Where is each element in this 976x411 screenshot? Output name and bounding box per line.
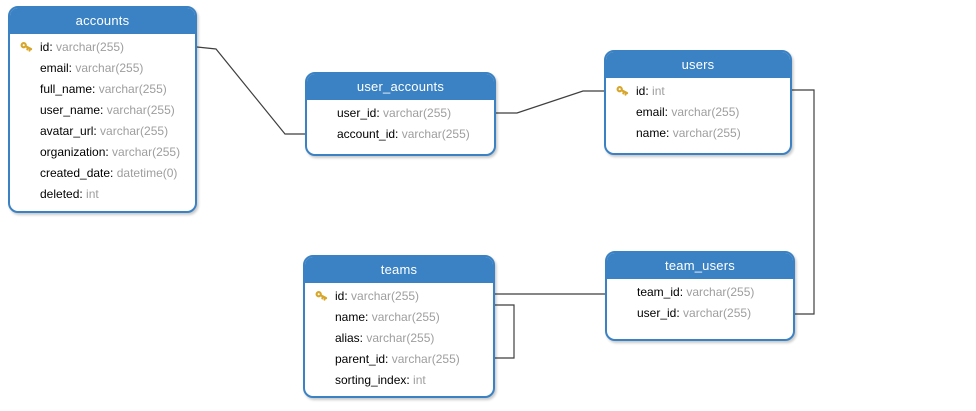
field-row-accounts-email[interactable]: email: varchar(255) [10,58,195,79]
table-header[interactable]: user_accounts [307,74,494,100]
field-row-users-id[interactable]: id: int [606,81,790,102]
field-row-accounts-organization[interactable]: organization: varchar(255) [10,142,195,163]
field-name: team_id: [637,285,684,299]
table-body: id: varchar(255) email: varchar(255) ful… [10,34,195,205]
field-type: varchar(255) [363,331,435,345]
field-type: varchar(255) [347,289,420,303]
table-users[interactable]: users id: int email: varchar(255) [604,50,792,155]
field-row-accounts-id[interactable]: id: varchar(255) [10,37,195,58]
connector-teams-id-to-teams-parent_id-self[interactable] [495,304,515,359]
field-row-teams-id[interactable]: id: varchar(255) [305,286,493,307]
table-body: id: int email: varchar(255) name: varcha… [606,78,790,144]
table-team_users[interactable]: team_users team_id: varchar(255) user_id… [605,251,795,341]
field-name: user_id: [337,106,380,120]
field-row-team_users-team_id[interactable]: team_id: varchar(255) [607,282,793,303]
field-type: varchar(255) [95,82,167,96]
field-name: deleted: [40,187,83,201]
field-type: varchar(255) [398,127,470,141]
field-row-user_accounts-user_id[interactable]: user_id: varchar(255) [307,103,494,124]
field-name: organization: [40,145,109,159]
table-title: team_users [665,258,735,273]
field-name: full_name: [40,82,96,96]
field-row-users-name[interactable]: name: varchar(255) [606,123,790,144]
field-name: email: [636,105,669,119]
primary-key-icon [20,42,33,52]
field-name: parent_id: [335,352,389,366]
field-type: varchar(255) [96,124,169,138]
field-name: user_id: [637,306,680,320]
field-type: varchar(255) [368,310,440,324]
field-type: varchar(255) [683,285,755,299]
table-accounts[interactable]: accounts id: varchar(255) email: varchar… [8,6,197,213]
field-type: int [648,84,665,98]
table-user_accounts[interactable]: user_accounts user_id: varchar(255) acco… [305,72,496,156]
field-row-accounts-deleted[interactable]: deleted: int [10,184,195,205]
field-type: varchar(255) [108,145,181,159]
field-row-teams-name[interactable]: name: varchar(255) [305,307,493,328]
field-name: created_date: [40,166,114,180]
field-row-teams-sorting_index[interactable]: sorting_index: int [305,370,493,391]
field-name: id: [636,84,649,98]
table-body: user_id: varchar(255) account_id: varcha… [307,100,494,145]
field-name: user_name: [40,103,104,117]
field-type: varchar(255) [388,352,460,366]
table-teams[interactable]: teams id: varchar(255) name: varchar(255… [303,255,495,398]
connector-users-id-to-team_users-user_id[interactable] [792,89,815,315]
field-type: varchar(255) [679,306,752,320]
field-type: varchar(255) [379,106,452,120]
table-title: accounts [75,13,130,28]
primary-key-icon [315,291,328,301]
connector-accounts-id-to-user_accounts-account_id[interactable] [196,46,305,135]
connector-user_accounts-user_id-to-users-id[interactable] [496,90,604,114]
field-type: datetime(0) [113,166,178,180]
primary-key-icon [616,86,629,96]
field-name: sorting_index: [335,373,410,387]
field-name: account_id: [337,127,399,141]
field-name: id: [40,40,53,54]
table-title: user_accounts [356,79,445,94]
field-type: varchar(255) [669,126,741,140]
table-header[interactable]: users [606,52,790,78]
table-header[interactable]: team_users [607,253,793,279]
table-header[interactable]: teams [305,257,493,283]
table-title: users [681,57,715,72]
field-row-team_users-user_id[interactable]: user_id: varchar(255) [607,303,793,324]
field-name: name: [636,126,670,140]
table-header[interactable]: accounts [10,8,195,34]
table-title: teams [380,262,418,277]
field-row-accounts-user_name[interactable]: user_name: varchar(255) [10,100,195,121]
field-type: varchar(255) [52,40,125,54]
field-row-users-email[interactable]: email: varchar(255) [606,102,790,123]
table-body: team_id: varchar(255) user_id: varchar(2… [607,279,793,324]
field-type: int [409,373,426,387]
field-type: int [82,187,99,201]
field-row-user_accounts-account_id[interactable]: account_id: varchar(255) [307,124,494,145]
field-name: alias: [335,331,364,345]
field-row-accounts-created_date[interactable]: created_date: datetime(0) [10,163,195,184]
table-body: id: varchar(255) name: varchar(255) alia… [305,283,493,391]
field-type: varchar(255) [668,105,740,119]
field-name: name: [335,310,369,324]
field-row-accounts-avatar_url[interactable]: avatar_url: varchar(255) [10,121,195,142]
field-type: varchar(255) [72,61,144,75]
field-row-teams-parent_id[interactable]: parent_id: varchar(255) [305,349,493,370]
field-type: varchar(255) [103,103,175,117]
field-name: id: [335,289,348,303]
field-name: email: [40,61,73,75]
field-row-accounts-full_name[interactable]: full_name: varchar(255) [10,79,195,100]
field-name: avatar_url: [40,124,97,138]
field-row-teams-alias[interactable]: alias: varchar(255) [305,328,493,349]
